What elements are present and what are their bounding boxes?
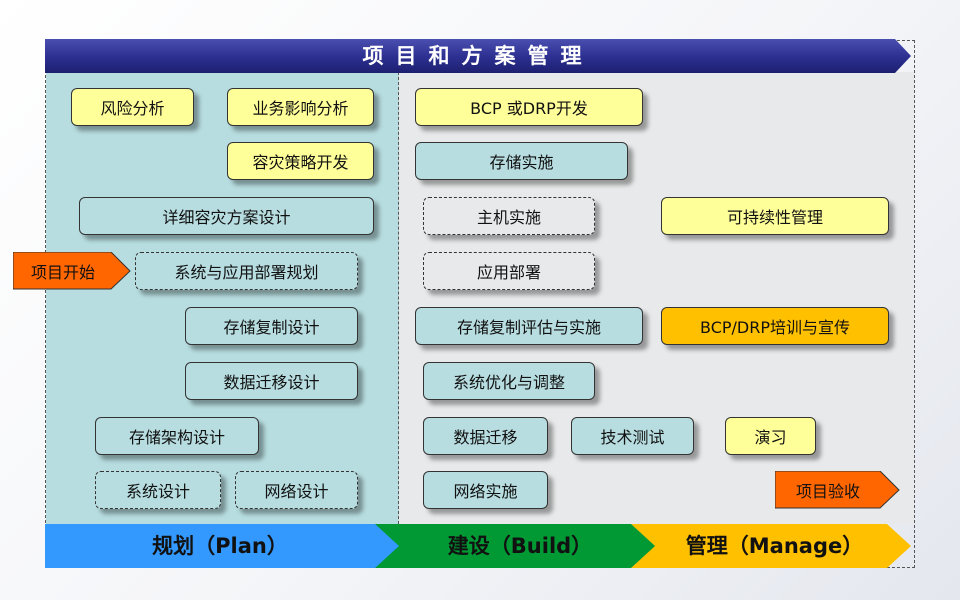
risk-analysis-box: 风险分析 [71, 88, 194, 126]
project-start-marker: 项目开始 [13, 252, 131, 290]
deployment-planning-box: 系统与应用部署规划 [135, 252, 358, 290]
replication-design-box: 存储复制设计 [185, 307, 358, 345]
build-manage-panel [399, 72, 914, 524]
tech-test-box: 技术测试 [571, 417, 694, 455]
start-arrow-shape [13, 252, 131, 290]
title-bar: 项目和方案管理 [45, 39, 911, 73]
bcp-drp-dev-box: BCP 或DRP开发 [415, 88, 643, 126]
plan-panel [46, 72, 399, 524]
project-acceptance-label: 项目验收 [795, 482, 860, 501]
title-arrow-shape [45, 39, 911, 73]
phase-manage-label: 管理（Manage） [685, 534, 864, 558]
phase-arrows [45, 524, 911, 568]
detailed-dr-design-box: 详细容灾方案设计 [79, 197, 374, 235]
business-impact-analysis-box: 业务影响分析 [227, 88, 374, 126]
network-impl-box: 网络实施 [423, 471, 548, 509]
end-arrow-shape [775, 471, 900, 509]
host-impl-box: 主机实施 [423, 197, 595, 235]
replication-impl-box: 存储复制评估与实施 [415, 307, 643, 345]
training-box: BCP/DRP培训与宣传 [661, 307, 889, 345]
phase-build-label: 建设（Build） [447, 534, 593, 558]
optimization-box: 系统优化与调整 [423, 362, 595, 400]
project-start-label: 项目开始 [30, 263, 95, 282]
system-design-box: 系统设计 [95, 471, 221, 509]
drill-box: 演习 [725, 417, 816, 455]
data-migration-box: 数据迁移 [423, 417, 548, 455]
network-design-box: 网络设计 [235, 471, 358, 509]
phase-bar: 规划（Plan） 建设（Build） 管理（Manage） [45, 524, 915, 568]
app-deploy-box: 应用部署 [423, 252, 595, 290]
page-title: 项目和方案管理 [362, 43, 594, 68]
project-acceptance-marker: 项目验收 [775, 471, 900, 509]
storage-impl-box: 存储实施 [415, 142, 628, 180]
storage-architecture-box: 存储架构设计 [95, 417, 259, 455]
phase-plan-label: 规划（Plan） [152, 534, 288, 558]
dr-strategy-box: 容灾策略开发 [227, 142, 374, 180]
sustainability-mgmt-box: 可持续性管理 [661, 197, 889, 235]
migration-design-box: 数据迁移设计 [185, 362, 358, 400]
